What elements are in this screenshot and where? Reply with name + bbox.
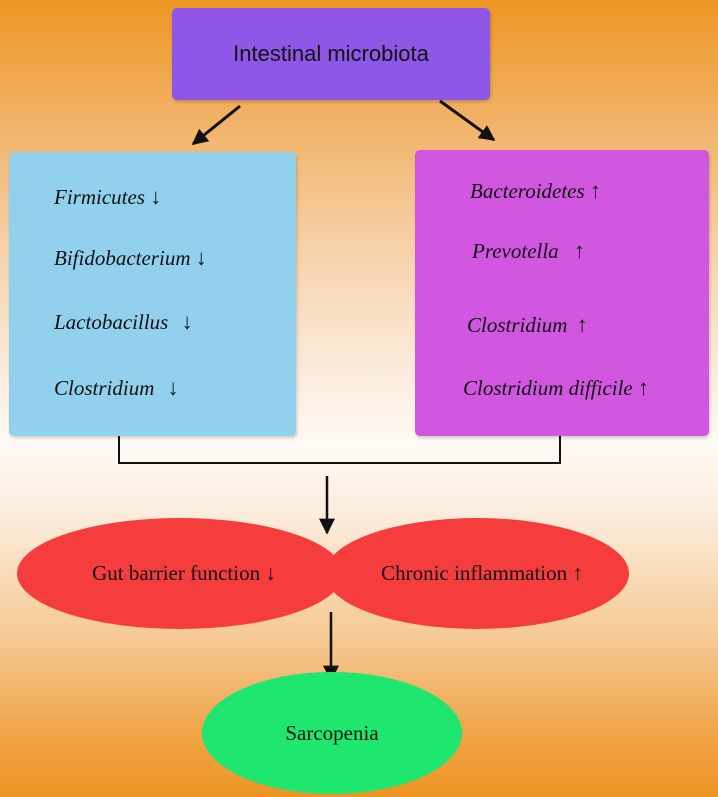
decreased-item: Clostridium ↓ <box>54 375 179 401</box>
increased-item: Clostridium difficile ↑ <box>463 375 649 401</box>
arrow-to-decreased-box <box>191 104 241 146</box>
taxon-name: Clostridium <box>467 313 568 337</box>
decreased-item: Bifidobacterium ↓ <box>54 245 207 271</box>
decreased-item: Firmicutes ↓ <box>54 184 161 210</box>
arrow-to-increased-box <box>439 99 496 142</box>
gut-barrier-function-label: Gut barrier function ↓ <box>92 561 276 585</box>
decreased-item: Lactobacillus ↓ <box>54 309 193 335</box>
up-arrow-icon: ↑ <box>589 178 601 203</box>
merge-connector <box>118 436 561 464</box>
increased-item: Prevotella ↑ <box>472 238 585 264</box>
intestinal-microbiota-box: Intestinal microbiota <box>172 8 490 100</box>
taxon-name: Bifidobacterium <box>54 246 191 270</box>
taxon-name: Firmicutes <box>54 185 145 209</box>
sarcopenia-ellipse: Sarcopenia <box>202 672 462 794</box>
increased-taxa-box: Bacteroidetes ↑ Prevotella ↑ Clostridium… <box>415 150 709 436</box>
up-arrow-icon: ↑ <box>576 312 588 337</box>
sarcopenia-label: Sarcopenia <box>285 720 379 745</box>
down-arrow-icon: ↓ <box>150 184 162 209</box>
decreased-taxa-box: Firmicutes ↓ Bifidobacterium ↓ Lactobaci… <box>9 152 296 436</box>
gut-barrier-function-ellipse: Gut barrier function ↓ <box>17 518 343 629</box>
up-arrow-icon: ↑ <box>638 375 650 400</box>
increased-item: Clostridium ↑ <box>467 312 588 338</box>
up-arrow-icon: ↑ <box>573 238 585 263</box>
down-arrow-icon: ↓ <box>195 245 207 270</box>
down-arrow-icon: ↓ <box>181 309 193 334</box>
increased-item: Bacteroidetes ↑ <box>470 178 601 204</box>
taxon-name: Prevotella <box>472 239 559 263</box>
chronic-inflammation-label: Chronic inflammation ↑ <box>381 561 583 585</box>
chronic-inflammation-ellipse: Chronic inflammation ↑ <box>325 518 629 629</box>
taxon-name: Bacteroidetes <box>470 179 585 203</box>
intestinal-microbiota-label: Intestinal microbiota <box>233 41 429 66</box>
taxon-name: Lactobacillus <box>54 310 169 334</box>
taxon-name: Clostridium difficile <box>463 376 633 400</box>
taxon-name: Clostridium <box>54 376 155 400</box>
down-arrow-icon: ↓ <box>167 375 179 400</box>
